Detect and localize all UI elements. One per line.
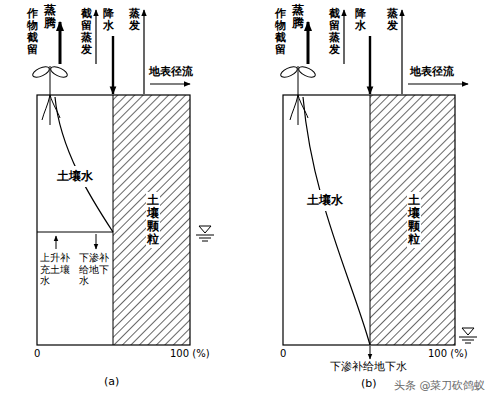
watermark: 头条 @菜刀砍鸽蚁 — [394, 380, 486, 393]
crop-plant — [31, 65, 69, 125]
surface-runoff-label: 地表径流 — [149, 66, 197, 79]
transpiration-label: 蒸腾 — [44, 4, 56, 30]
axis-hundred: 100 (%) — [428, 348, 468, 360]
runoff-arrow — [150, 83, 190, 84]
capillary-rise-arrow — [56, 236, 57, 249]
panel-frame — [283, 95, 455, 345]
soil-particles-hatch — [113, 95, 190, 345]
soil-water-region: 土壤水 — [40, 128, 110, 224]
water-table-symbol — [459, 328, 477, 343]
panel-letter: (b) — [361, 378, 377, 391]
precipitation-arrow — [112, 36, 114, 94]
evaporation-label: 蒸发 — [129, 8, 140, 32]
crop-plant — [279, 65, 317, 125]
region-label: 土壤颗粒 — [146, 192, 160, 249]
axis-hundred: 100 (%) — [170, 348, 210, 360]
percolation-arrow — [96, 234, 97, 249]
precipitation-label: 降水 — [355, 8, 366, 32]
panel-b — [279, 10, 477, 359]
soil-particle-region: 土壤颗粒 — [118, 100, 188, 340]
percolation-label: 下渗补给地下水 — [330, 361, 407, 374]
axis-zero: 0 — [280, 348, 286, 360]
water-table-line — [37, 232, 113, 233]
transpiration-label: 蒸腾 — [292, 4, 304, 30]
runoff-arrow — [408, 83, 468, 84]
panel-letter: (a) — [104, 376, 119, 389]
soil-water-region: 土壤水 — [286, 150, 364, 250]
region-label: 土壤颗粒 — [407, 192, 421, 249]
precipitation-arrow — [369, 36, 371, 94]
panel-a — [31, 10, 214, 345]
transpiration-arrow — [307, 22, 310, 64]
region-label: 土壤水 — [56, 166, 94, 187]
transpiration-arrow — [59, 22, 62, 64]
particle-boundary — [370, 95, 371, 345]
moisture-curve — [55, 97, 113, 232]
interception-evaporation-label: 截留蒸发 — [81, 8, 92, 56]
panel-frame — [37, 95, 190, 345]
interception-evaporation-label: 截留蒸发 — [329, 8, 340, 56]
evaporation-arrow — [401, 10, 402, 94]
percolation-label: 下渗补给地下水 — [79, 252, 112, 287]
soil-particles-hatch — [370, 95, 455, 345]
region-label: 土壤水 — [306, 190, 344, 211]
interception-evaporation-arrow — [343, 10, 344, 64]
evaporation-arrow — [143, 10, 144, 94]
particle-boundary — [113, 95, 114, 345]
soil-particle-region: 土壤颗粒 — [376, 100, 452, 340]
precipitation-label: 降水 — [103, 8, 114, 32]
moisture-curve — [303, 97, 370, 345]
capillary-rise-label: 上升补充土壤水 — [40, 252, 73, 287]
interception-evaporation-arrow — [95, 10, 96, 64]
percolation-arrow — [370, 346, 371, 359]
crop-interception-label: 作物截留 — [275, 8, 286, 56]
water-table-symbol — [196, 226, 214, 241]
crop-interception-label: 作物截留 — [27, 8, 38, 56]
surface-runoff-label: 地表径流 — [410, 66, 470, 79]
evaporation-label: 蒸发 — [387, 8, 398, 32]
axis-zero: 0 — [34, 348, 40, 360]
